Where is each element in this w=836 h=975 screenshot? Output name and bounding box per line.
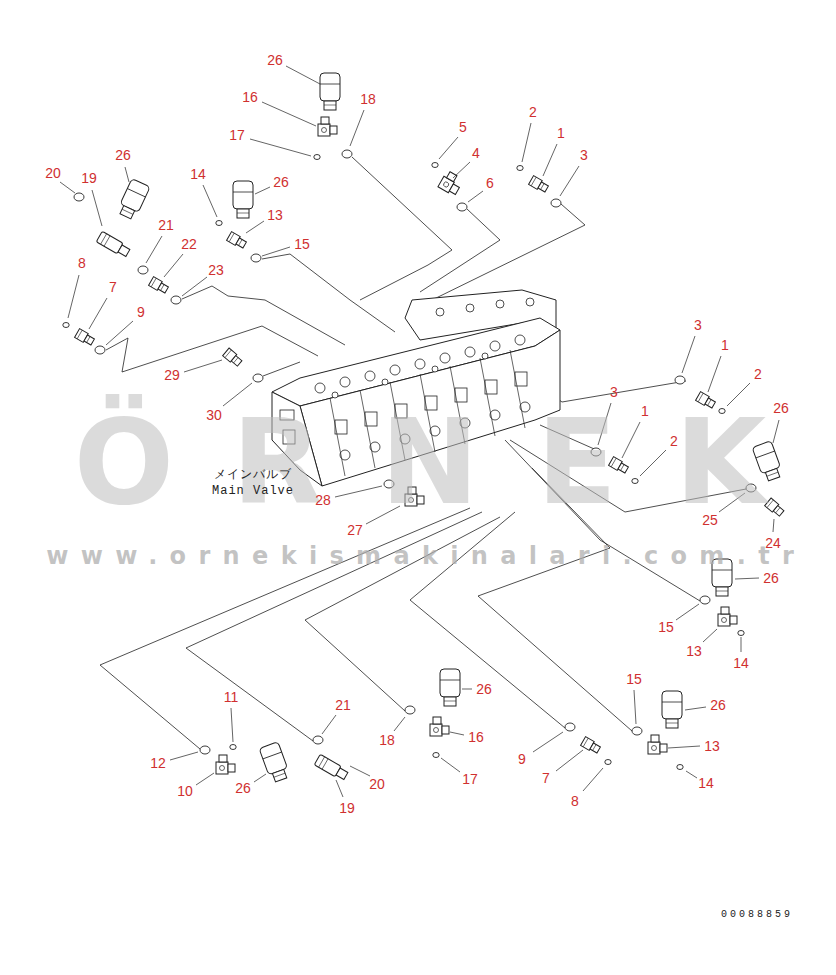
callout-number: 17	[229, 128, 245, 142]
callout-number: 26	[267, 53, 283, 67]
callout-number: 26	[710, 698, 726, 712]
callout-number: 18	[379, 733, 395, 747]
callout-number: 16	[242, 90, 258, 104]
callout-number: 11	[224, 690, 239, 704]
watermark-url: www.ornekismakinalari.com.tr	[34, 544, 806, 568]
callout-number: 3	[580, 148, 588, 162]
callout-number: 5	[459, 120, 467, 134]
callout-number: 30	[206, 408, 222, 422]
part-name: Main Valve	[212, 485, 294, 497]
callout-number: 12	[150, 756, 166, 770]
callout-number: 15	[626, 672, 642, 686]
callout-number: 9	[518, 752, 526, 766]
callout-number: 26	[273, 175, 289, 189]
callout-number: 21	[158, 218, 174, 232]
callout-number: 17	[462, 772, 478, 786]
callout-number: 13	[704, 739, 720, 753]
callout-number: 26	[235, 781, 251, 795]
callout-number: 24	[765, 536, 781, 550]
callout-number: 3	[610, 385, 618, 399]
callout-number: 23	[208, 263, 224, 277]
callout-number: 26	[476, 682, 492, 696]
callout-number: 3	[694, 318, 702, 332]
callout-number: 25	[702, 513, 718, 527]
callout-number: 6	[486, 176, 494, 190]
callout-number: 20	[369, 777, 385, 791]
callout-number: 20	[45, 166, 61, 180]
callout-number: 14	[733, 656, 749, 670]
callout-number: 19	[81, 171, 97, 185]
callout-number: 27	[347, 523, 363, 537]
callout-number: 1	[721, 338, 729, 352]
callout-number: 4	[472, 146, 480, 160]
callout-number: 26	[115, 148, 131, 162]
callout-number: 22	[181, 237, 197, 251]
callout-number: 10	[177, 784, 193, 798]
callout-number: 15	[658, 620, 674, 634]
callout-number: 29	[164, 368, 180, 382]
callout-number: 8	[571, 794, 579, 808]
callout-number: 14	[698, 776, 714, 790]
callout-number: 28	[315, 493, 331, 507]
callout-number: 21	[335, 698, 351, 712]
callout-number: 18	[360, 92, 376, 106]
callout-number: 2	[670, 434, 678, 448]
callout-number: 1	[641, 404, 649, 418]
drawing-number: 00088859	[721, 910, 793, 920]
callout-number: 19	[339, 801, 355, 815]
callout-number: 7	[109, 280, 117, 294]
callout-number: 26	[763, 571, 779, 585]
callout-number: 16	[468, 730, 484, 744]
callout-number: 13	[686, 644, 702, 658]
callout-number: 13	[267, 208, 283, 222]
watermark: ÖRNEK	[16, 403, 824, 521]
callout-number: 1	[557, 126, 565, 140]
callout-number: 2	[754, 367, 762, 381]
part-name: メインバルブ	[214, 468, 292, 480]
callout-number: 26	[773, 401, 789, 415]
callout-number: 15	[294, 237, 310, 251]
callout-number: 2	[529, 105, 537, 119]
callout-number: 9	[137, 305, 145, 319]
callout-number: 14	[190, 167, 206, 181]
callout-number: 8	[78, 256, 86, 270]
callout-number: 7	[542, 771, 550, 785]
